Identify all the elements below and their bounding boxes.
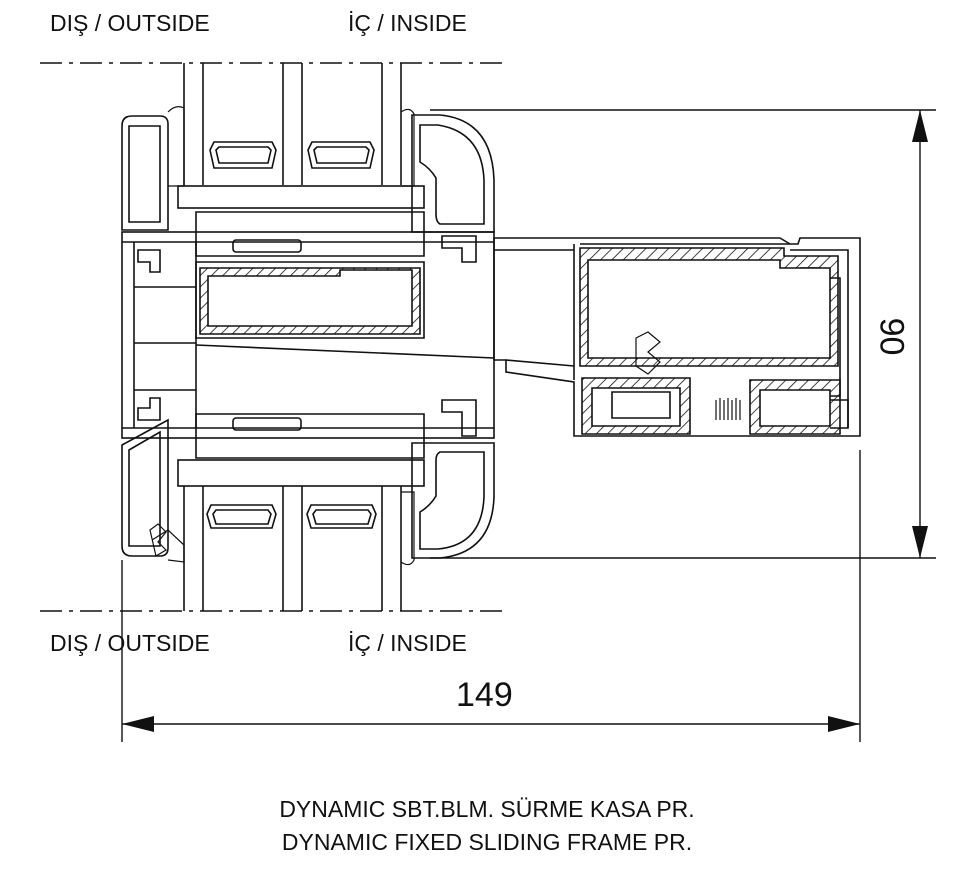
- dimension-height-label: 90: [872, 317, 911, 356]
- caption-line-2: DYNAMIC FIXED SLIDING FRAME PR.: [281, 829, 693, 855]
- frame-reinforcement: [579, 247, 841, 435]
- inner-bead-top: [400, 108, 495, 233]
- seals: [149, 331, 741, 557]
- label-top-outside: DIŞ / OUTSIDE: [50, 10, 210, 36]
- dimension-lines: [121, 109, 936, 742]
- dimension-width-label: 149: [456, 676, 513, 714]
- bottom-glazing: [183, 486, 402, 611]
- sash-body: [121, 185, 495, 487]
- inner-bead-bottom: [400, 442, 495, 566]
- label-top-inside: İÇ / INSIDE: [348, 10, 467, 36]
- label-bottom-outside: DIŞ / OUTSIDE: [50, 630, 210, 656]
- outer-bead-top: [121, 106, 185, 231]
- top-glazing: [183, 63, 402, 185]
- caption-line-1: DYNAMIC SBT.BLM. SÜRME KASA PR.: [279, 796, 695, 822]
- dimension-arrows: [122, 110, 928, 732]
- label-bottom-inside: İÇ / INSIDE: [348, 630, 467, 656]
- sash-reinforcement: [199, 267, 421, 335]
